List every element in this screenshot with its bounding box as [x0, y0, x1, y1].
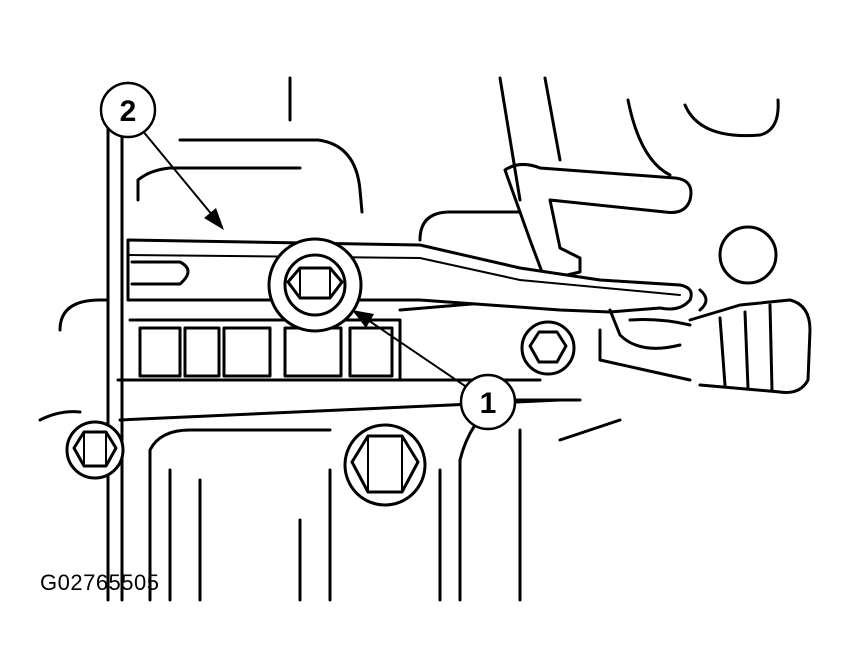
figure-id-code: G02765505	[40, 570, 160, 595]
callout-2-label: 2	[120, 95, 137, 128]
callout-1-label: 1	[480, 387, 497, 420]
callout-2-arrowhead	[204, 208, 224, 230]
cable-bracket	[503, 98, 812, 394]
bolt-right	[520, 320, 576, 376]
callout-1: 1	[352, 310, 517, 431]
pivot-nut	[267, 237, 363, 333]
bolt-left	[65, 420, 125, 480]
housing-bolts	[65, 320, 576, 507]
callout-2: 2	[99, 81, 224, 230]
transmission-housing	[38, 76, 622, 602]
bolt-center	[343, 423, 427, 507]
callout-1-arrowhead	[352, 310, 374, 328]
